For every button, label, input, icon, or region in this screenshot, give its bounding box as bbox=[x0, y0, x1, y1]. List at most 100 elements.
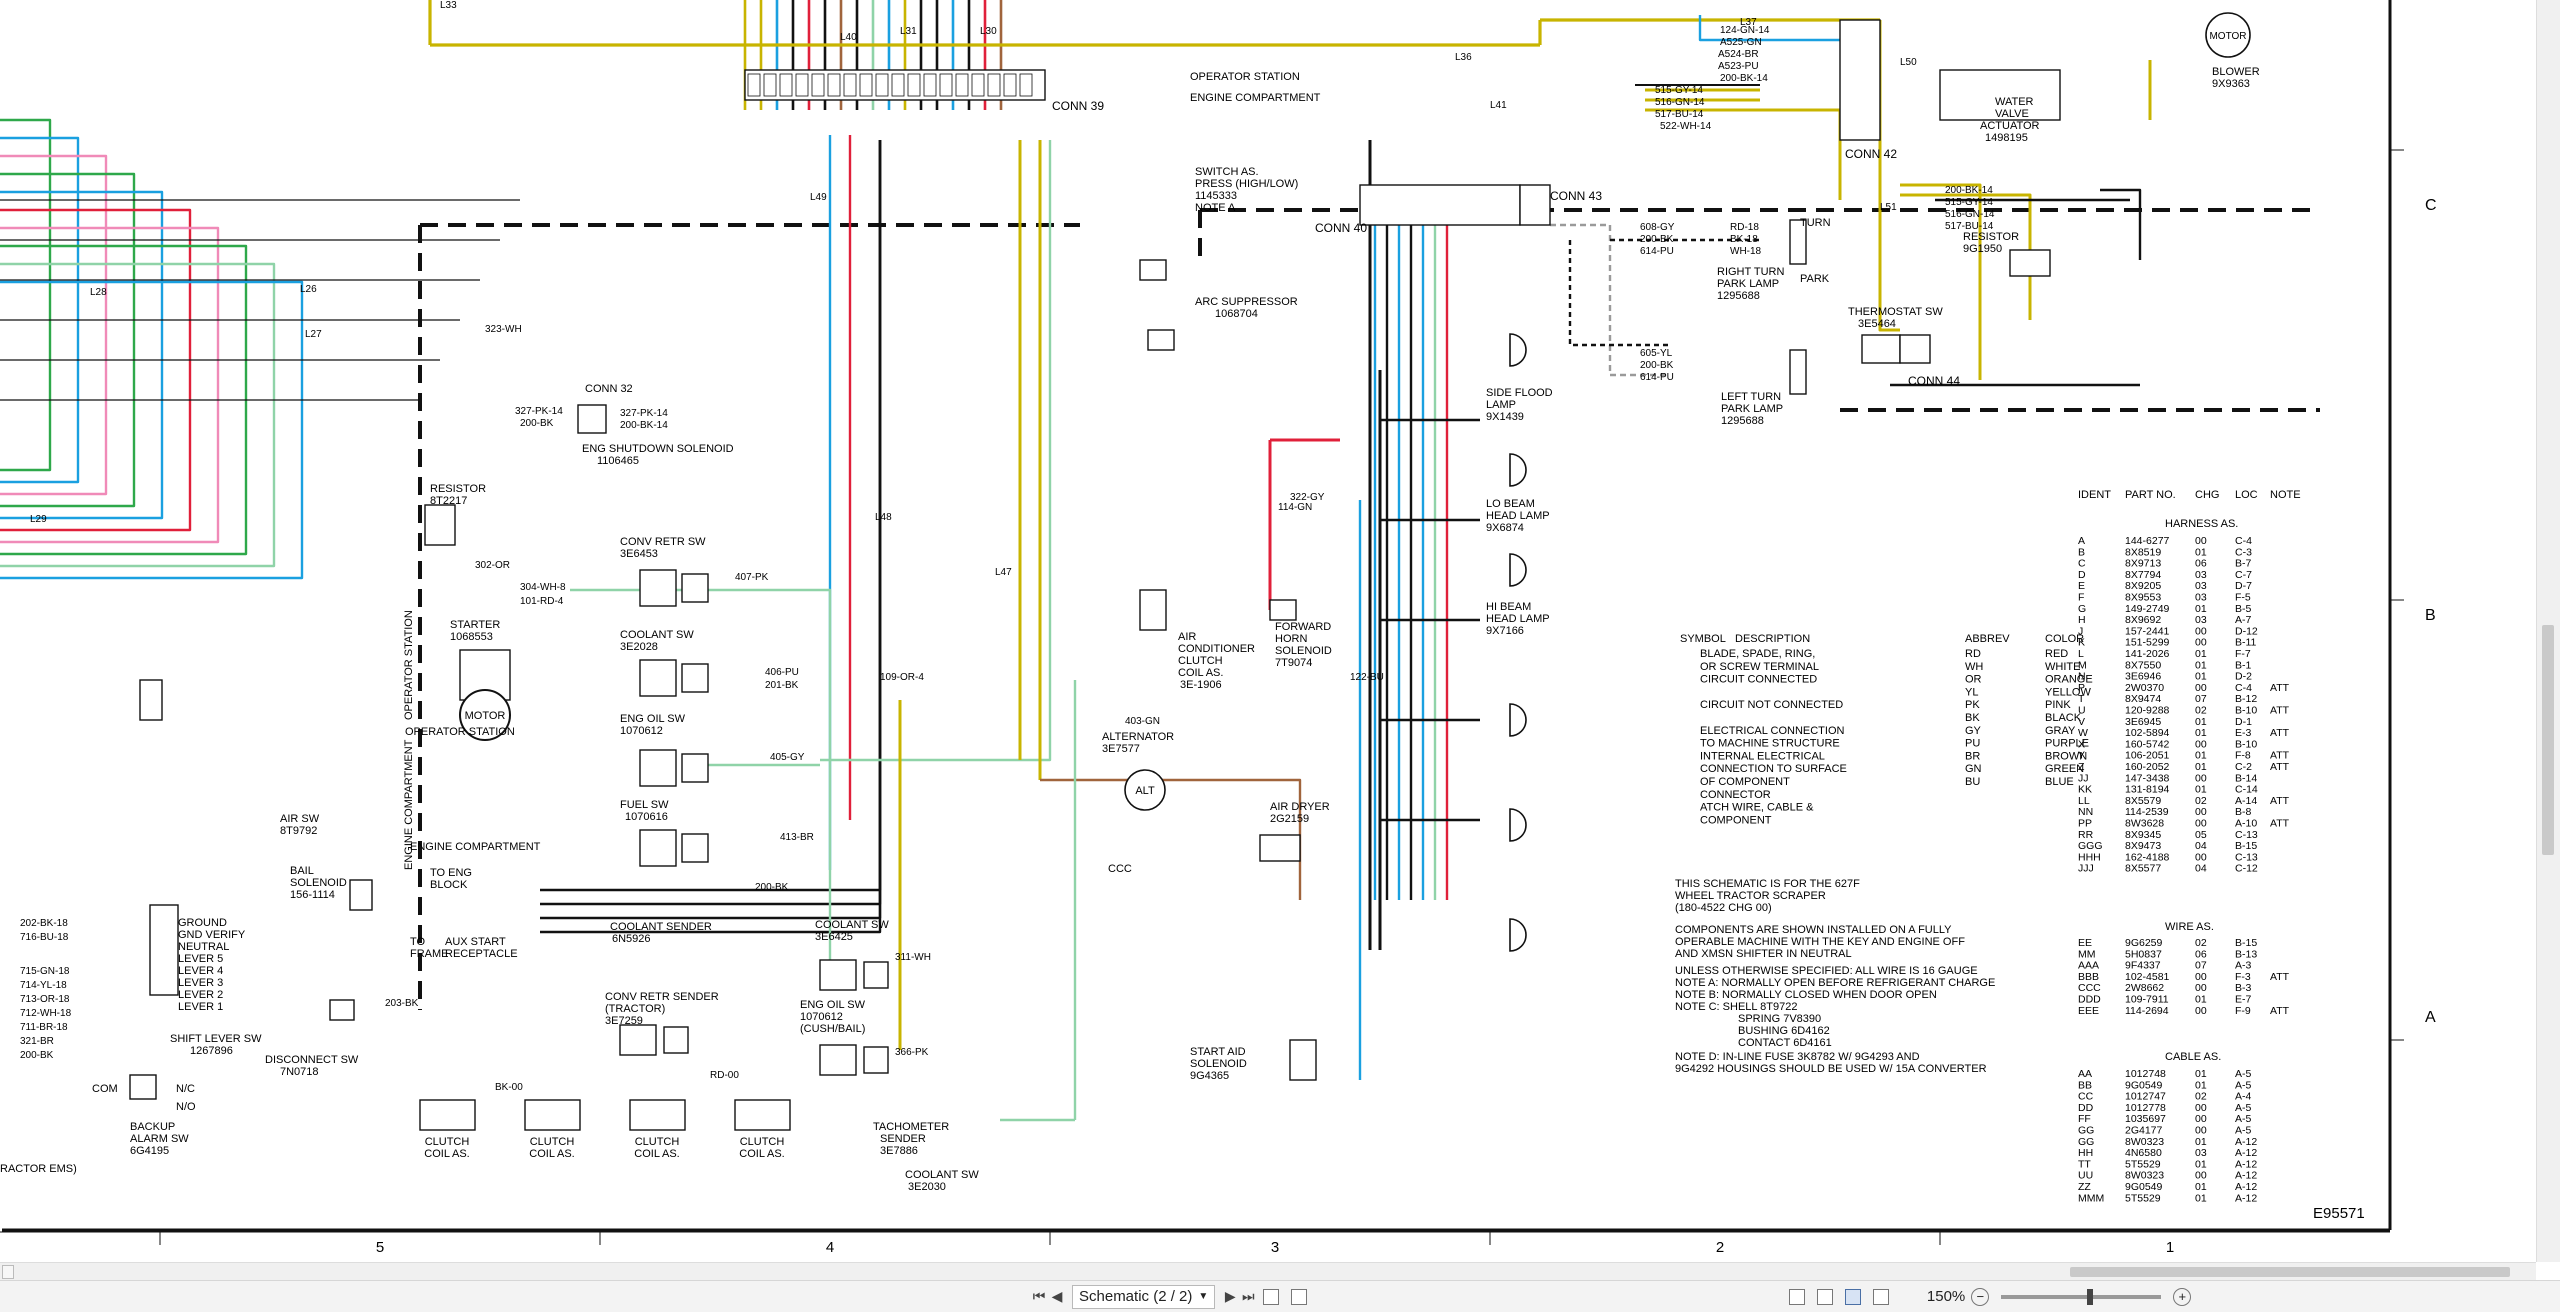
schematic-text: 8W0323 bbox=[2125, 1170, 2164, 1182]
schematic-text: T bbox=[2078, 693, 2085, 705]
single-page-view-icon[interactable] bbox=[1789, 1288, 1806, 1305]
schematic-text: 2W0370 bbox=[2125, 682, 2164, 694]
schematic-text: RR bbox=[2078, 829, 2094, 841]
schematic-text: CONTACT 6D4161 bbox=[1738, 1037, 1832, 1049]
schematic-text: CONDITIONER bbox=[1178, 643, 1255, 655]
schematic-text: C-4 bbox=[2235, 682, 2252, 694]
zoom-level[interactable]: 150% bbox=[1926, 1288, 1966, 1305]
schematic-text: LEVER 4 bbox=[178, 965, 223, 977]
schematic-text: 151-5299 bbox=[2125, 637, 2170, 649]
last-page-icon[interactable]: ⏭ bbox=[1241, 1288, 1255, 1304]
schematic-text: OR bbox=[1965, 674, 1982, 686]
schematic-text: 1498195 bbox=[1985, 132, 2028, 144]
vertical-scroll-thumb[interactable] bbox=[2542, 625, 2554, 855]
schematic-text: ALT bbox=[1135, 785, 1155, 797]
schematic-text: LEFT TURN bbox=[1721, 391, 1781, 403]
schematic-text: 405-GY bbox=[770, 752, 805, 763]
schematic-text: 1070612 bbox=[620, 725, 663, 737]
schematic-text: E-7 bbox=[2235, 994, 2252, 1006]
wire-segment bbox=[1900, 193, 2032, 320]
schematic-text: RD-00 bbox=[710, 1070, 739, 1081]
schematic-text: L26 bbox=[300, 284, 317, 295]
first-page-icon[interactable]: ⏮ bbox=[1032, 1288, 1046, 1304]
schematic-text: GGG bbox=[2078, 840, 2103, 852]
schematic-text: ZZ bbox=[2078, 1181, 2091, 1193]
schematic-text: BU bbox=[1965, 776, 1980, 788]
zoom-in-icon[interactable]: + bbox=[2173, 1287, 2192, 1306]
zoom-slider-knob[interactable] bbox=[2087, 1288, 2094, 1305]
zoom-out-icon[interactable]: − bbox=[1971, 1287, 1990, 1306]
schematic-text: 614-PU bbox=[1640, 246, 1674, 257]
prev-page-icon[interactable]: ◀ bbox=[1051, 1288, 1063, 1304]
schematic-text: 114-2539 bbox=[2125, 806, 2169, 818]
schematic-text: TACHOMETER bbox=[873, 1121, 949, 1133]
schematic-text: B-7 bbox=[2235, 558, 2252, 570]
schematic-text: J bbox=[2078, 625, 2083, 637]
vertical-scrollbar[interactable] bbox=[2536, 0, 2560, 1262]
schematic-text: 106-2051 bbox=[2125, 750, 2170, 762]
schematic-text: 07 bbox=[2195, 693, 2207, 705]
conn-pin bbox=[811, 73, 825, 97]
page-select[interactable]: Schematic (2 / 2) ▼ bbox=[1072, 1284, 1216, 1309]
schematic-text: ELECTRICAL CONNECTION bbox=[1700, 725, 1845, 737]
schematic-text: 1 bbox=[2166, 1239, 2174, 1256]
wire-segment bbox=[820, 140, 1052, 762]
conn-pin-1 bbox=[681, 663, 709, 693]
zoom-slider[interactable] bbox=[2001, 1288, 2162, 1305]
schematic-text: 156-1114 bbox=[290, 889, 335, 901]
schematic-text: 7T9074 bbox=[1275, 657, 1312, 669]
schematic-text: 9X6874 bbox=[1486, 522, 1524, 534]
schematic-text: BLUE bbox=[2045, 776, 2074, 788]
schematic-text: PARK bbox=[1800, 273, 1830, 285]
schematic-text: 00 bbox=[2195, 1005, 2207, 1017]
schematic-text: JJ bbox=[2078, 772, 2089, 784]
schematic-text: WIRE AS. bbox=[2165, 921, 2214, 933]
schematic-text: COM bbox=[92, 1083, 118, 1095]
schematic-text: WHITE bbox=[2045, 661, 2080, 673]
scroll-left-arrow-icon[interactable] bbox=[2, 1265, 14, 1279]
schematic-text: A-4 bbox=[2235, 1091, 2252, 1103]
wire-segment bbox=[540, 140, 882, 934]
schematic-text: PRESS (HIGH/LOW) bbox=[1195, 178, 1298, 190]
schematic-text: 8X7550 bbox=[2125, 659, 2161, 671]
schematic-text: ABBREV bbox=[1965, 633, 2010, 645]
schematic-text: WH-18 bbox=[1730, 246, 1762, 257]
schematic-text: RD-18 bbox=[1730, 222, 1759, 233]
two-page-view-icon[interactable] bbox=[1845, 1288, 1862, 1305]
schematic-text: SYMBOL bbox=[1680, 633, 1726, 645]
schematic-text: CONN 42 bbox=[1845, 147, 1897, 161]
schematic-text: C-12 bbox=[2235, 863, 2258, 875]
split-view-icon[interactable] bbox=[1291, 1288, 1308, 1305]
schematic-text: MOTOR bbox=[465, 710, 506, 722]
schematic-text: 03 bbox=[2195, 569, 2207, 581]
wire-segment bbox=[1568, 240, 1670, 347]
next-page-icon[interactable]: ▶ bbox=[1224, 1288, 1236, 1304]
horizontal-scrollbar[interactable] bbox=[0, 1262, 2536, 1281]
schematic-text: ENG SHUTDOWN SOLENOID bbox=[582, 443, 734, 455]
schematic-text: 4 bbox=[826, 1239, 834, 1256]
horizontal-scroll-thumb[interactable] bbox=[2070, 1267, 2510, 1277]
schematic-text: 406-PU bbox=[765, 667, 799, 678]
two-page-continuous-view-icon[interactable] bbox=[1873, 1288, 1890, 1305]
schematic-text: COMPONENTS ARE SHOWN INSTALLED ON A FULL… bbox=[1675, 924, 1952, 936]
schematic-text: 9G0549 bbox=[2125, 1181, 2163, 1193]
schematic-text: OPERABLE MACHINE WITH THE KEY AND ENGINE… bbox=[1675, 936, 1965, 948]
schematic-text: CCC bbox=[1108, 863, 1132, 875]
conn-pin-0 bbox=[681, 573, 709, 603]
copy-view-icon[interactable] bbox=[1263, 1288, 1280, 1305]
schematic-text: 00 bbox=[2195, 1125, 2207, 1137]
schematic-text: M bbox=[2078, 659, 2087, 671]
wire-segment bbox=[0, 136, 80, 484]
schematic-text: 07 bbox=[2195, 960, 2207, 972]
lamp-2 bbox=[1509, 553, 1527, 587]
backup-alarm-sw bbox=[129, 1074, 157, 1100]
schematic-text: CLUTCH bbox=[635, 1136, 680, 1148]
schematic-text: 01 bbox=[2195, 784, 2207, 796]
schematic-text: 311-WH bbox=[895, 952, 931, 963]
conn-pin bbox=[779, 73, 793, 97]
schematic-text: ATT bbox=[2270, 761, 2290, 773]
continuous-view-icon[interactable] bbox=[1817, 1288, 1834, 1305]
schematic-text: TT bbox=[2078, 1158, 2091, 1170]
